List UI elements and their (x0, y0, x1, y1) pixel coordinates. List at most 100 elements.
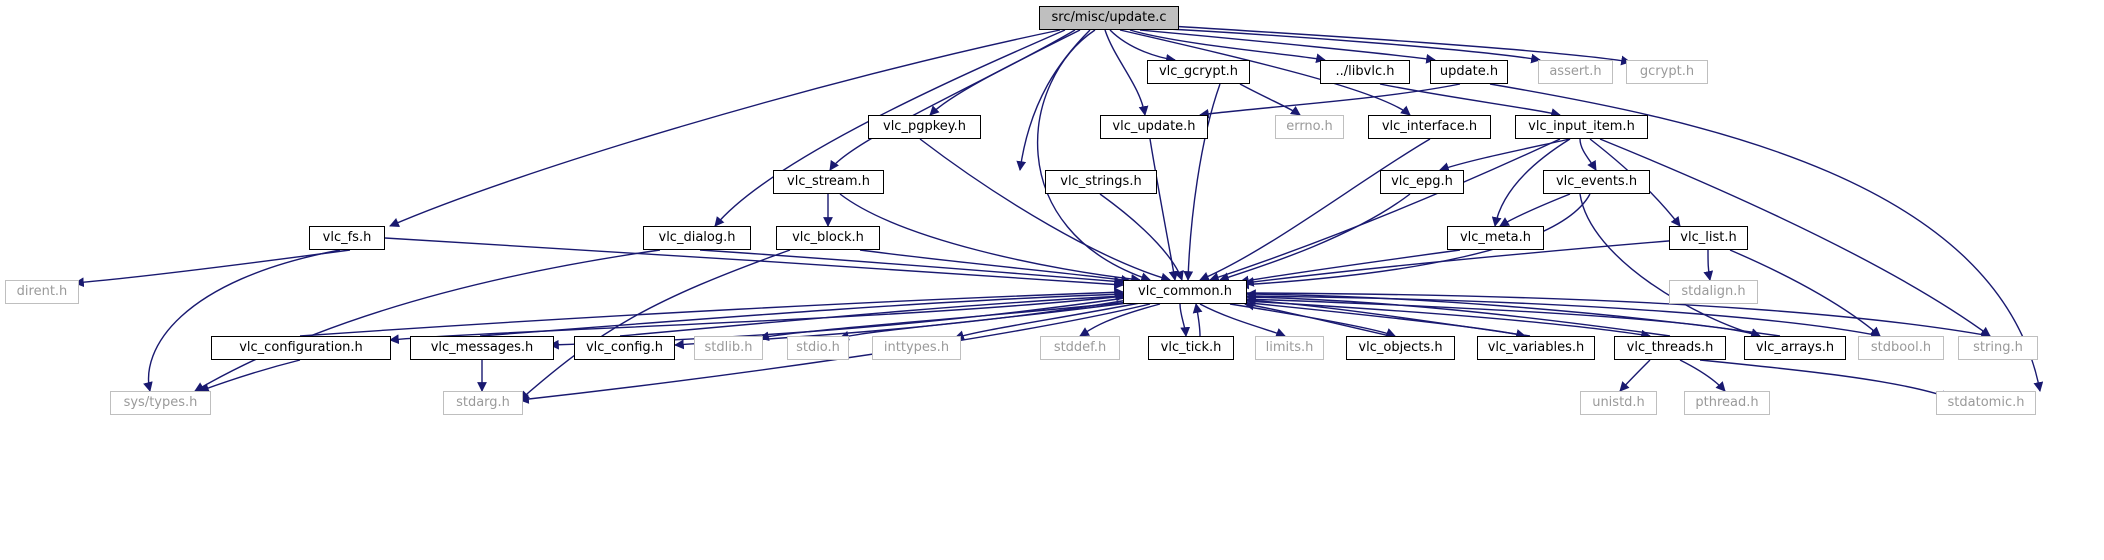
include-edge (519, 249, 791, 401)
include-edge (389, 295, 1126, 345)
include-edge (479, 289, 1125, 337)
node-vlc-list-h[interactable]: vlc_list.h (1669, 226, 1748, 250)
include-edge (1599, 138, 1991, 337)
node-vlc-strings-h[interactable]: vlc_strings.h (1045, 170, 1157, 194)
include-edge (143, 249, 341, 392)
include-edge (1729, 249, 1881, 337)
include-edge (1246, 289, 1781, 337)
node-vlc-common-h[interactable]: vlc_common.h (1123, 280, 1247, 304)
node-vlc-events-h[interactable]: vlc_events.h (1543, 170, 1650, 194)
node-vlc-threads-h[interactable]: vlc_threads.h (1614, 336, 1726, 360)
include-edge (1199, 138, 1431, 282)
include-edge (1246, 295, 1531, 337)
include-edge (194, 249, 661, 392)
include-edge (1239, 83, 1301, 116)
include-edge (1183, 83, 1221, 281)
node-stdalign-h[interactable]: stdalign.h (1669, 280, 1758, 304)
include-edge (1192, 303, 1203, 337)
node-vlc-input-item-h[interactable]: vlc_input_item.h (1515, 115, 1648, 139)
include-edge (929, 29, 1081, 116)
include-edge (1036, 29, 1151, 282)
include-edge (1229, 303, 1396, 338)
node-update-c[interactable]: src/misc/update.c (1039, 6, 1179, 30)
include-edge (1579, 193, 1761, 339)
include-edge (1016, 29, 1091, 171)
node-stdio-h[interactable]: stdio.h (787, 336, 849, 360)
include-edge (74, 249, 351, 288)
include-edge (839, 193, 1141, 284)
include-edge (1679, 359, 1726, 392)
include-edge (859, 249, 1131, 285)
node-vlc-stream-h[interactable]: vlc_stream.h (773, 170, 884, 194)
include-edge (299, 287, 1124, 337)
include-edge (1244, 300, 1651, 340)
include-edge (714, 29, 1066, 227)
include-edge (384, 237, 1124, 290)
include-edge (1179, 303, 1191, 337)
include-edge (1109, 29, 1176, 64)
include-edge (1491, 138, 1571, 227)
node-vlc-fs-h[interactable]: vlc_fs.h (309, 226, 385, 250)
node-vlc-configuration-h[interactable]: vlc_configuration.h (211, 336, 391, 360)
include-edge (954, 302, 1141, 340)
node-unistd-h[interactable]: unistd.h (1580, 391, 1657, 415)
node-stdbool-h[interactable]: stdbool.h (1858, 336, 1944, 360)
node-vlc-gcrypt-h[interactable]: vlc_gcrypt.h (1147, 60, 1250, 84)
node-vlc-config-h[interactable]: vlc_config.h (574, 336, 675, 360)
node-dirent-h[interactable]: dirent.h (5, 280, 79, 304)
include-edge (1379, 83, 1561, 118)
include-edge (1579, 138, 1597, 171)
include-edge (1169, 25, 1631, 66)
node-vlc-block-h[interactable]: vlc_block.h (776, 226, 880, 250)
include-edge (1244, 239, 1681, 287)
include-edge (1619, 359, 1651, 392)
node-libvlc-h[interactable]: ../libvlc.h (1320, 60, 1410, 84)
include-edge (1209, 138, 1561, 282)
node-vlc-meta-h[interactable]: vlc_meta.h (1447, 226, 1544, 250)
node-pthread-h[interactable]: pthread.h (1684, 391, 1770, 415)
include-edge (1199, 83, 1461, 119)
include-edge (389, 29, 1061, 228)
node-gcrypt-h[interactable]: gcrypt.h (1626, 60, 1708, 84)
node-assert-h[interactable]: assert.h (1538, 60, 1613, 84)
include-edge (1246, 292, 1671, 337)
node-vlc-objects-h[interactable]: vlc_objects.h (1346, 336, 1455, 360)
include-edge (1079, 303, 1161, 337)
node-vlc-pgpkey-h[interactable]: vlc_pgpkey.h (868, 115, 981, 139)
node-vlc-interface-h[interactable]: vlc_interface.h (1368, 115, 1491, 139)
node-inttypes-h[interactable]: inttypes.h (872, 336, 961, 360)
node-update-h[interactable]: update.h (1430, 60, 1508, 84)
node-vlc-messages-h[interactable]: vlc_messages.h (410, 336, 554, 360)
node-vlc-tick-h[interactable]: vlc_tick.h (1148, 336, 1234, 360)
node-stdarg-h[interactable]: stdarg.h (443, 391, 523, 415)
include-edge (1129, 29, 1326, 64)
include-edge (1199, 303, 1286, 338)
node-stdlib-h[interactable]: stdlib.h (694, 336, 763, 360)
include-edge (1244, 300, 1391, 337)
include-edge (1104, 29, 1149, 116)
include-edge (839, 301, 1136, 341)
include-edge (1239, 193, 1591, 290)
include-edge (1119, 29, 1411, 116)
include-edge (1499, 193, 1571, 227)
include-edge (1239, 301, 1526, 339)
node-vlc-update-h[interactable]: vlc_update.h (1100, 115, 1208, 139)
include-edge (619, 291, 1126, 337)
node-vlc-arrays-h[interactable]: vlc_arrays.h (1744, 336, 1846, 360)
include-edge (1699, 359, 1951, 400)
node-stdatomic-h[interactable]: stdatomic.h (1936, 391, 2036, 415)
include-edge (699, 249, 1124, 287)
node-errno-h[interactable]: errno.h (1275, 115, 1344, 139)
node-vlc-dialog-h[interactable]: vlc_dialog.h (643, 226, 751, 250)
node-stddef-h[interactable]: stddef.h (1040, 336, 1120, 360)
node-vlc-epg-h[interactable]: vlc_epg.h (1380, 170, 1464, 194)
node-vlc-variables-h[interactable]: vlc_variables.h (1477, 336, 1595, 360)
node-string-h[interactable]: string.h (1958, 336, 2038, 360)
node-sys-types-h[interactable]: sys/types.h (110, 391, 211, 415)
include-edge (1439, 138, 1571, 172)
include-edge (199, 359, 301, 393)
include-edge (1149, 27, 1541, 64)
node-limits-h[interactable]: limits.h (1255, 336, 1324, 360)
include-edge (1246, 292, 1991, 340)
